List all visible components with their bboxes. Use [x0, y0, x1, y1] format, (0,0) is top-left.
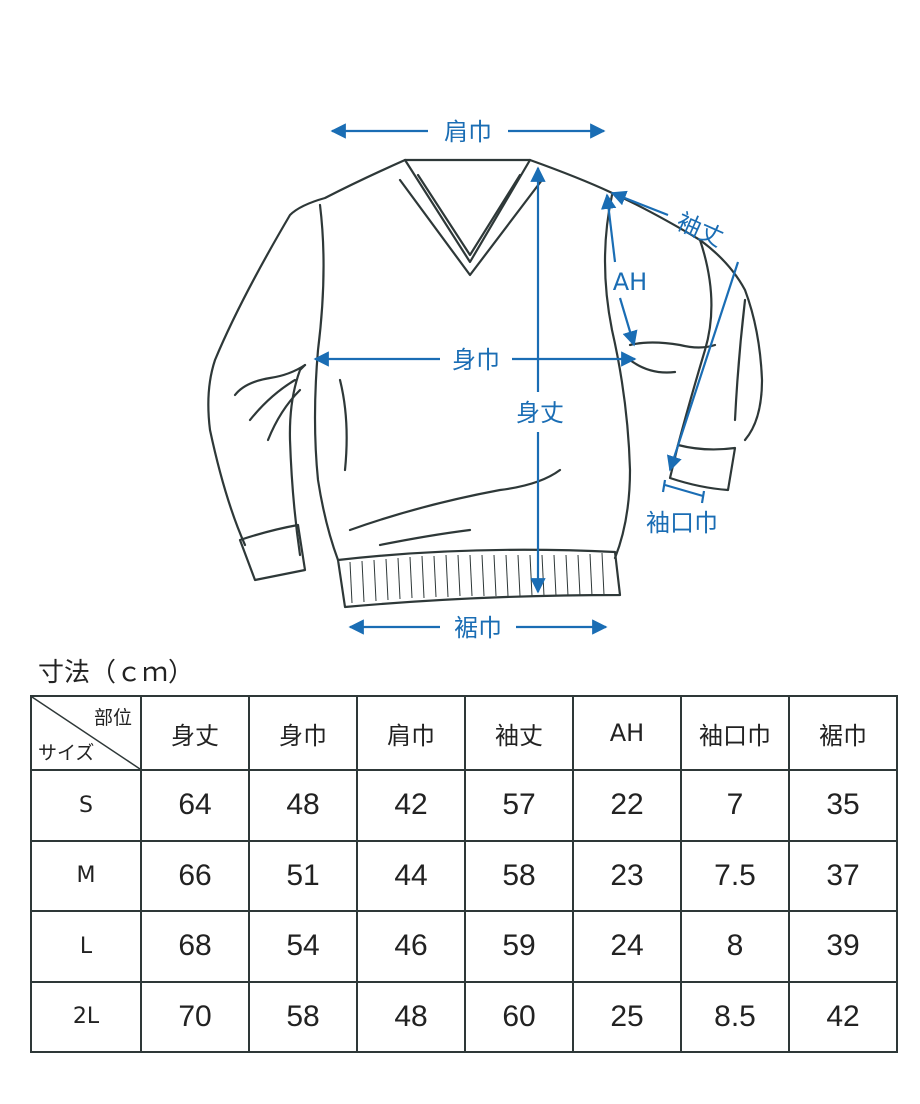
table-cell: 42 [356, 769, 466, 842]
table-cell: 60 [464, 980, 574, 1053]
table-cell: 51 [248, 839, 358, 912]
corner-label-part: 部位 [93, 707, 132, 729]
size-label: M [30, 839, 142, 912]
column-header: 身丈 [140, 695, 250, 771]
table-cell: 8 [680, 910, 790, 983]
table-cell: 54 [248, 910, 358, 983]
table-cell: 48 [356, 980, 466, 1053]
table-cell: 66 [140, 839, 250, 912]
table-cell: 22 [572, 769, 682, 842]
table-row: 2L 70 58 48 60 25 8.5 42 [30, 980, 898, 1053]
table-cell: 39 [788, 910, 898, 983]
label-hem-width: 裾巾 [454, 614, 502, 642]
label-armhole: AH [613, 268, 647, 296]
table-cell: 58 [464, 839, 574, 912]
size-label: 2L [30, 980, 142, 1053]
size-label: L [30, 910, 142, 983]
size-table: 部位 サイズ 身丈 身巾 肩巾 袖丈 AH 袖口巾 裾巾 S 64 48 42 … [30, 695, 898, 1053]
column-header: 肩巾 [356, 695, 466, 771]
table-cell: 7 [680, 769, 790, 842]
table-row: S 64 48 42 57 22 7 35 [30, 769, 898, 842]
column-header: 身巾 [248, 695, 358, 771]
table-cell: 7.5 [680, 839, 790, 912]
table-cell: 46 [356, 910, 466, 983]
table-cell: 57 [464, 769, 574, 842]
table-caption: 寸法（ｃｍ） [38, 658, 195, 688]
label-cuff-width: 袖口巾 [646, 509, 718, 537]
sweater-measurement-diagram: 肩巾 裾巾 身巾 身丈 AH 袖丈 袖口巾 [207, 118, 764, 642]
label-chest-width: 身巾 [452, 346, 500, 374]
table-corner-cell: 部位 サイズ [30, 695, 142, 771]
table-header-row: 部位 サイズ 身丈 身巾 肩巾 袖丈 AH 袖口巾 裾巾 [30, 695, 898, 771]
size-label: S [30, 769, 142, 842]
label-sleeve-length: 袖丈 [672, 207, 727, 252]
table-row: L 68 54 46 59 24 8 39 [30, 910, 898, 983]
column-header: 裾巾 [788, 695, 898, 771]
table-cell: 8.5 [680, 980, 790, 1053]
table-cell: 42 [788, 980, 898, 1053]
column-header: AH [572, 695, 682, 771]
table-cell: 24 [572, 910, 682, 983]
table-cell: 58 [248, 980, 358, 1053]
table-cell: 70 [140, 980, 250, 1053]
sweater-illustration [207, 158, 764, 609]
column-header: 袖丈 [464, 695, 574, 771]
table-cell: 59 [464, 910, 574, 983]
table-cell: 44 [356, 839, 466, 912]
table-cell: 48 [248, 769, 358, 842]
table-row: M 66 51 44 58 23 7.5 37 [30, 839, 898, 912]
table-cell: 35 [788, 769, 898, 842]
table-cell: 64 [140, 769, 250, 842]
corner-label-size: サイズ [38, 742, 95, 764]
table-cell: 25 [572, 980, 682, 1053]
label-body-length: 身丈 [516, 399, 564, 427]
measurement-arrows [313, 123, 740, 635]
table-cell: 37 [788, 839, 898, 912]
table-cell: 23 [572, 839, 682, 912]
label-shoulder-width: 肩巾 [444, 118, 492, 146]
column-header: 袖口巾 [680, 695, 790, 771]
table-cell: 68 [140, 910, 250, 983]
corner-diagonal [32, 697, 140, 769]
